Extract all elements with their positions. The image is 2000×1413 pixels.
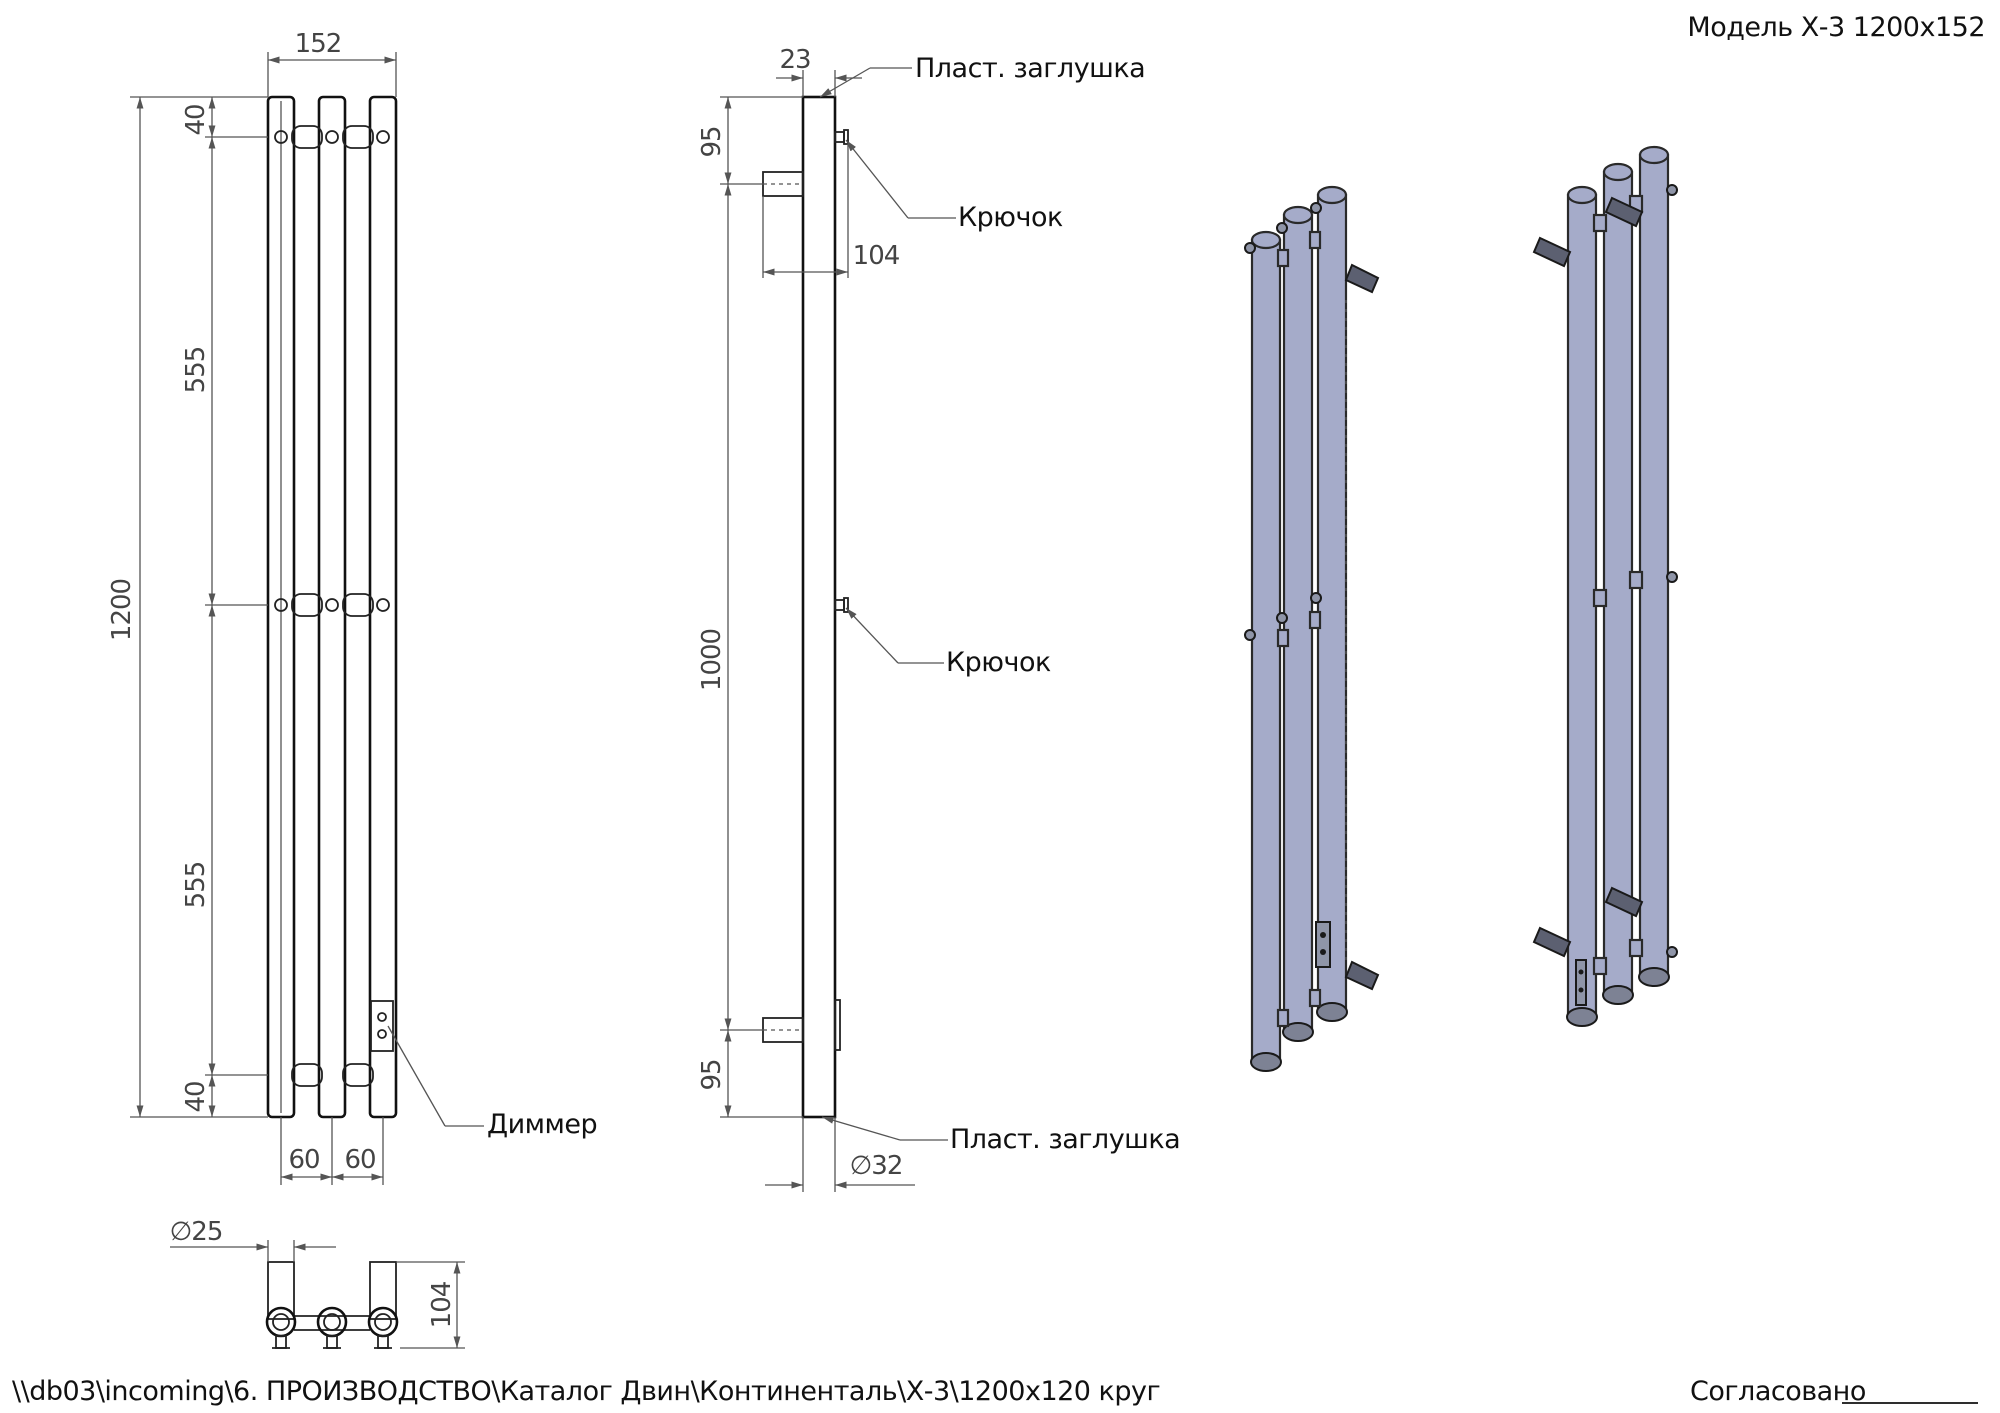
- dim-hook-length: 104: [853, 241, 900, 271]
- top-view: ∅25 104: [170, 1217, 465, 1349]
- dim-mount-span: 1000: [697, 629, 727, 691]
- dim-top-depth: 104: [427, 1281, 457, 1328]
- dim-bottom-offset: 40: [181, 1081, 211, 1112]
- iso2-wall-hook-top-left: [1532, 236, 1572, 268]
- callout-dimmer: Диммер: [487, 1109, 597, 1140]
- front-tube-left: [266, 95, 296, 1119]
- dim-lower-span: 555: [181, 862, 211, 909]
- side-tube: [801, 95, 837, 1119]
- side-dimmer: [834, 999, 841, 1051]
- dim-overall-width: 152: [295, 29, 342, 59]
- callout-plastic-cap-bottom: Пласт. заглушка: [950, 1124, 1180, 1155]
- dim-overall-height: 1200: [107, 579, 137, 641]
- dim-top-cap-offset: 23: [779, 45, 810, 75]
- dim-spacing-right: 60: [344, 1145, 375, 1175]
- iso2-wall-hook-top-right: [1604, 196, 1644, 228]
- isometric-view-back: [1532, 145, 1678, 1027]
- front-view: 152 1200 40 555 555 40 60 60 Диммер: [107, 29, 598, 1185]
- model-title: Модель Х-3 1200х152: [1687, 12, 1985, 43]
- side-view: 23 Пласт. заглушка 95 1000 95 104 Крючок…: [697, 45, 1181, 1192]
- dim-tube-diameter: ∅32: [850, 1151, 903, 1181]
- iso1-wall-hook-bottom: [1344, 960, 1380, 991]
- side-small-hook-middle: [834, 597, 849, 613]
- iso2-wall-hook-bottom-left: [1532, 926, 1572, 958]
- file-path: \\db03\incoming\6. ПРОИЗВОДСТВО\Каталог …: [12, 1376, 1160, 1407]
- dim-hook-offset-top: 95: [697, 126, 727, 157]
- approval-label: Согласовано: [1690, 1376, 1866, 1407]
- iso1-dimmer: [1315, 921, 1331, 968]
- dim-top-tube-diameter: ∅25: [170, 1217, 223, 1247]
- side-small-hook-top: [834, 129, 849, 145]
- callout-plastic-cap-top: Пласт. заглушка: [915, 53, 1145, 84]
- side-hook-top: [762, 171, 804, 197]
- dimmer-box: [370, 1000, 394, 1052]
- dim-spacing-left: 60: [288, 1145, 319, 1175]
- dim-top-offset: 40: [181, 104, 211, 135]
- callout-hook-middle: Крючок: [946, 647, 1051, 678]
- dim-upper-span: 555: [181, 347, 211, 394]
- callout-hook-top: Крючок: [958, 202, 1063, 233]
- iso2-wall-hook-bottom-right: [1604, 886, 1644, 918]
- iso1-wall-hook-top: [1344, 263, 1380, 294]
- front-connectors: [274, 125, 390, 1087]
- isometric-view-front: [1244, 185, 1380, 1072]
- approval-field: Согласовано: [1690, 1376, 1978, 1407]
- iso2-dimmer: [1575, 959, 1587, 1006]
- side-hook-bottom: [762, 1017, 804, 1043]
- dim-hook-offset-bottom: 95: [697, 1059, 727, 1090]
